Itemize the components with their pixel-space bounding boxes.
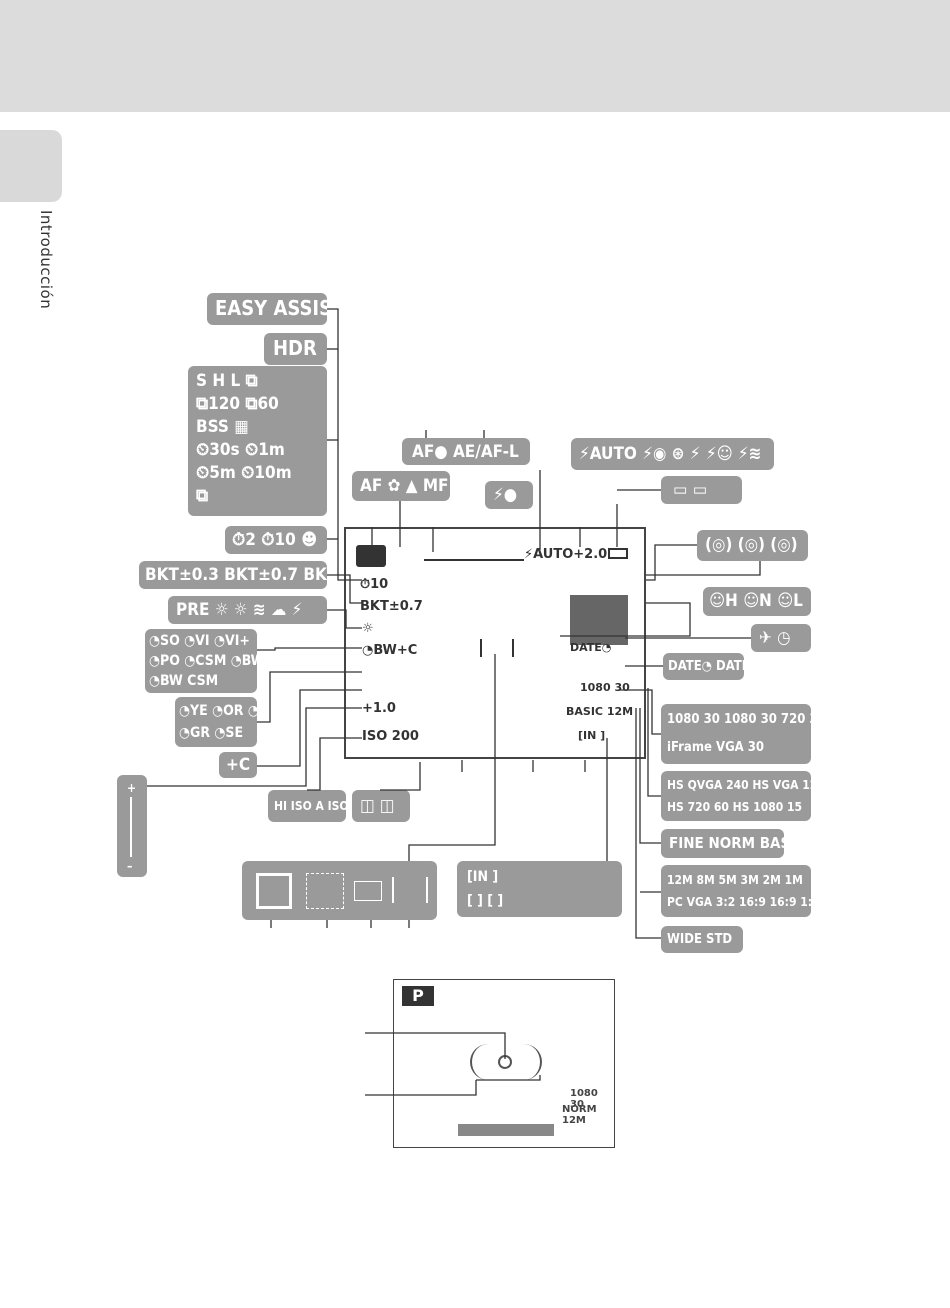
frame-counter-row-2: [ ] [ ] <box>467 893 504 909</box>
camera-mode-icon <box>356 545 386 567</box>
movie-box-1: 1080 30 1080 30 720 30 iFrame VGA 30 <box>661 704 826 764</box>
iso-hi-box: HI ISO A ISO <box>268 790 349 822</box>
lcd-histogram-icon <box>570 595 628 645</box>
flash-ready-box: ⚡● <box>485 481 533 509</box>
lcd-ev: +1.0 <box>362 701 396 716</box>
white-balance-label: PRE ☼ ☼ ≋ ☁ ⚡ <box>176 600 303 620</box>
continuous-row-5: ⏲5m ⏲10m <box>196 463 292 483</box>
camera-screen-2: P 1080 30 NORM 12M <box>393 979 615 1148</box>
slider-track-icon <box>130 797 132 857</box>
movie1-row-1: 1080 30 1080 30 720 30 <box>667 712 826 727</box>
top-band <box>0 0 950 112</box>
effects-row-1: ◔SO ◔VI ◔VI+ <box>149 633 250 649</box>
travel-box: ✈ ◷ <box>751 624 811 652</box>
plus-c-label: +C <box>226 755 251 775</box>
continuous-row-4: ⏲30s ⏲1m <box>196 440 285 460</box>
cam2-quality: NORM 12M <box>562 1104 597 1126</box>
effects-row-2: ◔PO ◔CSM ◔BW <box>149 653 265 669</box>
lcd-memory: [IN ] <box>578 729 606 742</box>
minus-icon: – <box>127 859 133 873</box>
plus-c-box: +C <box>219 752 257 778</box>
cam2-brackets-icon <box>470 1044 542 1080</box>
continuous-row-6: ⧉ <box>196 486 209 506</box>
effects-box-2: ◔YE ◔OR ◔RE ◔GR ◔SE <box>175 697 277 747</box>
movie2-row-1: HS QVGA 240 HS VGA 120 <box>667 778 825 792</box>
flash-modes-box: ⚡AUTO ⚡◉ ⊛ ⚡ ⚡☺ ⚡≋ <box>571 438 774 470</box>
image-size-box: 12M 8M 5M 3M 2M 1M PC VGA 3:2 16:9 16:9 … <box>661 865 820 917</box>
face-priority-label: ☺H ☺N ☺L <box>709 591 803 611</box>
date-label: DATE◔ DATE <box>668 659 750 674</box>
panorama-label: WIDE STD <box>667 932 733 947</box>
zoom-bar-icon <box>424 553 524 561</box>
self-timer-label: ⏱2 ⏱10 ☻ <box>232 530 318 550</box>
movie2-row-2: HS 720 60 HS 1080 15 <box>667 800 803 814</box>
af-brackets-icon <box>392 877 428 903</box>
lcd-flash: ⚡AUTO+2.0 <box>524 547 608 562</box>
af-area-box <box>242 861 437 920</box>
self-timer-box: ⏱2 ⏱10 ☻ <box>225 526 327 554</box>
continuous-row-1: S H L ⧉ <box>196 371 258 391</box>
iso-hi-label: HI ISO A ISO <box>274 799 349 813</box>
af-ae-lock-box: AF● AE/AF-L <box>402 438 530 465</box>
image-size-row-1: 12M 8M 5M 3M 2M 1M <box>667 873 803 887</box>
effects-row-3: ◔BW CSM <box>149 673 219 689</box>
cam2-movie: 1080 30 <box>570 1088 598 1110</box>
lcd-effect: ◔BW+C <box>362 643 418 658</box>
continuous-mode-box: S H L ⧉ ⧉120 ⧉60 BSS ▦ ⏲30s ⏲1m ⏲5m ⏲10m… <box>188 366 327 516</box>
lcd-movie: 1080 30 <box>580 681 630 694</box>
panorama-box: WIDE STD <box>661 926 743 953</box>
lcd-iso: ISO 200 <box>362 729 419 744</box>
af-target-frame-icon <box>306 873 344 909</box>
hdr-label: HDR <box>273 336 317 360</box>
slider-box: + – <box>117 775 147 877</box>
travel-label: ✈ ◷ <box>759 628 791 648</box>
section-tab-label: Introducción <box>37 210 55 310</box>
af-ae-lock-label: AF● AE/AF-L <box>412 442 519 462</box>
bkt-label: BKT±0.3 BKT±0.7 BKT±1.0 <box>145 565 378 585</box>
movie-box-2: HS QVGA 240 HS VGA 120 HS 720 60 HS 1080… <box>661 771 825 821</box>
motion-detect-label: ◫ ◫ <box>360 796 395 816</box>
mode-badge: P <box>402 986 434 1006</box>
battery-box: ▭ ▭ <box>661 476 742 504</box>
af-face-frame-icon <box>256 873 292 909</box>
cam2-progress-bar <box>458 1124 554 1136</box>
lcd-quality: BASIC 12M <box>566 705 634 718</box>
continuous-row-2: ⧉120 ⧉60 <box>196 394 279 414</box>
easy-assist-label: EASY ASSIST <box>215 296 345 320</box>
quality-label: FINE NORM BASIC <box>669 834 806 852</box>
effects-box-1: ◔SO ◔VI ◔VI+ ◔PO ◔CSM ◔BW ◔BW CSM <box>145 629 265 693</box>
hdr-box: HDR <box>264 333 327 365</box>
flash-modes-label: ⚡AUTO ⚡◉ ⊛ ⚡ ⚡☺ ⚡≋ <box>579 444 762 464</box>
date-box: DATE◔ DATE <box>663 653 750 680</box>
frame-counter-box: [IN ] [ ] [ ] <box>457 861 622 917</box>
lcd-date: DATE◔ <box>570 641 612 654</box>
face-priority-box: ☺H ☺N ☺L <box>703 587 811 616</box>
af-area-frame-icon <box>354 881 382 901</box>
flash-ready-label: ⚡● <box>493 485 518 505</box>
section-tab <box>0 130 62 202</box>
lcd-bkt: BKT±0.7 <box>360 599 423 614</box>
white-balance-box: PRE ☼ ☼ ≋ ☁ ⚡ <box>168 596 327 624</box>
lcd-battery-icon <box>608 548 628 559</box>
movie1-row-2: iFrame VGA 30 <box>667 740 765 755</box>
lcd-focus-bracket-icon <box>480 639 514 657</box>
continuous-row-3: BSS ▦ <box>196 417 249 437</box>
bkt-box: BKT±0.3 BKT±0.7 BKT±1.0 <box>139 561 377 589</box>
focus-mode-box: AF ✿ ▲ MF <box>352 471 450 501</box>
image-size-row-2: PC VGA 3:2 16:9 16:9 1:1 <box>667 895 820 909</box>
motion-detect-box: ◫ ◫ <box>352 790 410 822</box>
focus-mode-label: AF ✿ ▲ MF <box>360 476 449 496</box>
easy-assist-box: EASY ASSIST <box>207 293 344 325</box>
effects2-row-1: ◔YE ◔OR ◔RE <box>179 703 278 719</box>
effects2-row-2: ◔GR ◔SE <box>179 725 244 741</box>
plus-icon: + <box>127 781 137 795</box>
vr-label: (◎) (◎) (◎) <box>705 535 798 555</box>
battery-label: ▭ ▭ <box>673 480 708 500</box>
quality-box: FINE NORM BASIC <box>661 829 805 858</box>
vr-box: (◎) (◎) (◎) <box>697 530 808 561</box>
lcd-wb: ☼ <box>362 621 374 636</box>
frame-counter-row-1: [IN ] <box>467 869 499 885</box>
lcd-self-timer: ⏱10 <box>360 577 389 592</box>
